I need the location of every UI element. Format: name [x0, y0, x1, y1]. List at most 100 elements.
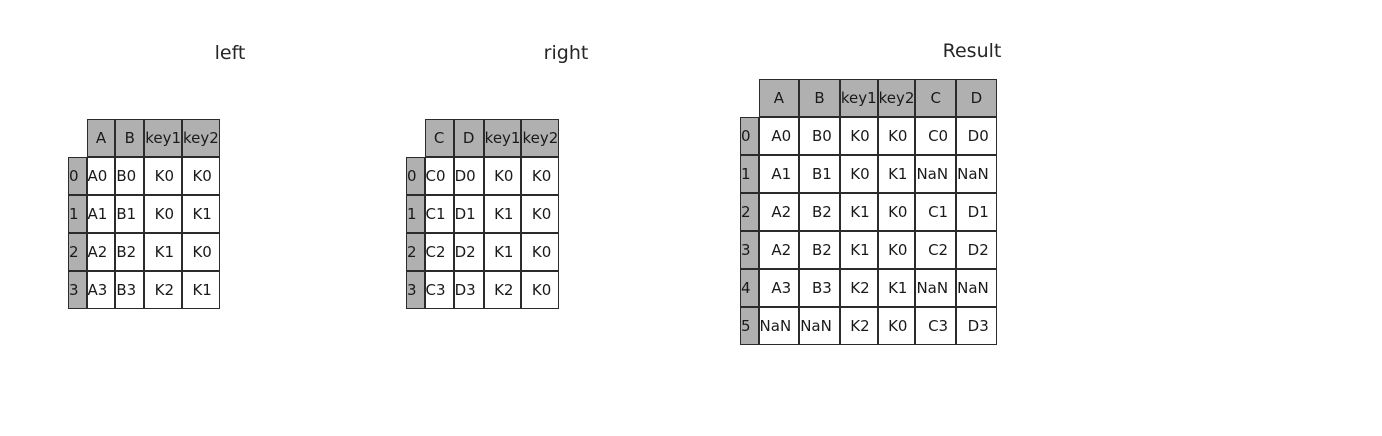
- table-cell: K2: [839, 307, 878, 345]
- table-cell: K0: [877, 117, 916, 155]
- table-cell: K2: [483, 271, 522, 309]
- table-cell: NaN: [915, 155, 957, 193]
- row-index-cell: 4: [740, 269, 759, 307]
- table-cell: K0: [839, 155, 878, 193]
- column-header: C: [915, 79, 957, 117]
- row-index-cell: 3: [406, 271, 425, 309]
- table-cell: D0: [453, 157, 484, 195]
- table-cell: K0: [877, 307, 916, 345]
- table-cell: K0: [521, 195, 560, 233]
- row-index-cell: 3: [740, 231, 759, 269]
- table-cell: C2: [424, 233, 454, 271]
- table-cell: C3: [424, 271, 454, 309]
- column-header: key2: [521, 119, 560, 157]
- table-corner-cell: [406, 119, 425, 157]
- table-cell: K0: [521, 233, 560, 271]
- table-cell: B3: [799, 269, 840, 307]
- column-header: A: [758, 79, 800, 117]
- table-cell: K1: [182, 271, 220, 309]
- table-cell: K0: [521, 157, 560, 195]
- row-index-cell: 1: [68, 195, 87, 233]
- table-cell: C2: [915, 231, 957, 269]
- table-cell: K1: [877, 269, 916, 307]
- table-cell: NaN: [915, 269, 957, 307]
- row-index-cell: 2: [68, 233, 87, 271]
- table-cell: A2: [86, 233, 116, 271]
- table-cell: K1: [182, 195, 220, 233]
- table-cell: NaN: [799, 307, 840, 345]
- column-header: key1: [839, 79, 878, 117]
- table-cell: D3: [956, 307, 997, 345]
- table-cell: B2: [799, 231, 840, 269]
- row-index-cell: 0: [740, 117, 759, 155]
- table-cell: K1: [483, 233, 522, 271]
- row-index-cell: 0: [68, 157, 87, 195]
- table-cell: K0: [144, 157, 183, 195]
- table-cell: D2: [453, 233, 484, 271]
- table-cell: A0: [758, 117, 800, 155]
- column-header: B: [799, 79, 840, 117]
- table-cell: C0: [915, 117, 957, 155]
- row-index-cell: 0: [406, 157, 425, 195]
- table-cell: C3: [915, 307, 957, 345]
- table-cell: K0: [877, 231, 916, 269]
- row-index-cell: 1: [406, 195, 425, 233]
- row-index-cell: 3: [68, 271, 87, 309]
- table-corner-cell: [68, 119, 87, 157]
- table-cell: B0: [799, 117, 840, 155]
- table-cell: K0: [182, 233, 220, 271]
- table-cell: D1: [453, 195, 484, 233]
- row-index-cell: 2: [740, 193, 759, 231]
- column-header: D: [453, 119, 484, 157]
- table-cell: A2: [758, 231, 800, 269]
- table-cell: B0: [115, 157, 145, 195]
- table-cell: K1: [839, 231, 878, 269]
- table-cell: C1: [424, 195, 454, 233]
- table-cell: K0: [182, 157, 220, 195]
- table-cell: K2: [839, 269, 878, 307]
- table-cell: B1: [799, 155, 840, 193]
- panel-title-right: right: [543, 42, 589, 64]
- table-cell: K2: [144, 271, 183, 309]
- table-cell: K0: [521, 271, 560, 309]
- table-cell: K1: [839, 193, 878, 231]
- table-cell: D1: [956, 193, 997, 231]
- table-cell: A0: [86, 157, 116, 195]
- panel-title-result: Result: [942, 40, 1002, 62]
- table-cell: A3: [86, 271, 116, 309]
- table-cell: A2: [758, 193, 800, 231]
- column-header: A: [86, 119, 116, 157]
- table-cell: NaN: [956, 155, 997, 193]
- table-cell: K0: [839, 117, 878, 155]
- table-cell: K0: [483, 157, 522, 195]
- row-index-cell: 1: [740, 155, 759, 193]
- table-cell: NaN: [758, 307, 800, 345]
- table-cell: K0: [144, 195, 183, 233]
- table-cell: D2: [956, 231, 997, 269]
- table-cell: A3: [758, 269, 800, 307]
- column-header: key1: [144, 119, 183, 157]
- table-cell: B2: [799, 193, 840, 231]
- column-header: key1: [483, 119, 522, 157]
- table-cell: A1: [86, 195, 116, 233]
- table-cell: C0: [424, 157, 454, 195]
- table-cell: C1: [915, 193, 957, 231]
